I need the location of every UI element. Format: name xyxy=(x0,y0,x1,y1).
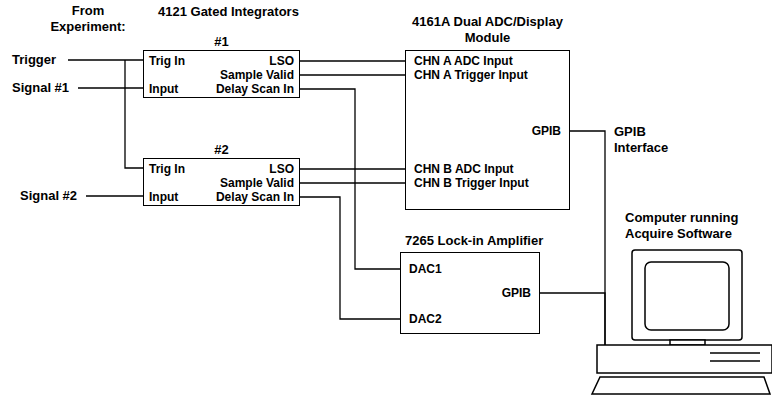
trigger-wire xyxy=(68,60,143,168)
unit-number: #2 xyxy=(214,143,228,157)
signal-name: Trigger xyxy=(12,52,56,68)
signal-name: Signal #2 xyxy=(20,188,77,204)
signal-connector xyxy=(300,89,400,269)
port-label: GPIB xyxy=(502,286,531,300)
port-label: CHN A Trigger Input xyxy=(414,68,528,82)
signal-name: Signal #1 xyxy=(12,80,69,96)
port-label: Sample Valid xyxy=(220,68,294,82)
unit-number: #1 xyxy=(214,35,228,49)
port-label: GPIB xyxy=(532,124,561,138)
port-label: Trig In xyxy=(149,54,185,68)
port-label: Sample Valid xyxy=(220,176,294,190)
computer-label: Computer running Acquire Software xyxy=(625,210,770,242)
signal-connector xyxy=(540,293,605,345)
port-label: Input xyxy=(149,82,178,96)
port-label: Trig In xyxy=(149,162,185,176)
computer: Computer running Acquire Software xyxy=(590,208,772,398)
port-label: CHN B ADC Input xyxy=(414,162,514,176)
signal-connector xyxy=(300,182,405,183)
group-heading: 4121 Gated Integrators xyxy=(158,4,299,20)
signal-connector xyxy=(570,131,605,345)
signal-wire xyxy=(78,87,143,88)
signal-wire xyxy=(86,195,143,196)
port-label: CHN A ADC Input xyxy=(414,54,513,68)
bus-label: GPIB Interface xyxy=(614,124,684,156)
signal-connector xyxy=(300,60,405,61)
adc-module-box: 4161A Dual ADC/Display ModuleCHN A ADC I… xyxy=(405,50,570,210)
source-heading: From Experiment: xyxy=(43,3,133,35)
port-label: LSO xyxy=(269,54,294,68)
module-title: 4161A Dual ADC/Display Module xyxy=(395,14,580,46)
port-label: LSO xyxy=(269,162,294,176)
signal-connector xyxy=(300,74,405,75)
module-title: 7265 Lock-in Amplifier xyxy=(405,233,543,249)
port-label: DAC1 xyxy=(409,262,442,276)
integrator-box: #2Trig InLSOSample ValidInputDelay Scan … xyxy=(143,158,300,206)
port-label: CHN B Trigger Input xyxy=(414,176,529,190)
signal-connector xyxy=(300,168,405,169)
port-label: Delay Scan In xyxy=(216,190,294,204)
lock-in-box: 7265 Lock-in AmplifierDAC1GPIBDAC2 xyxy=(400,252,540,334)
integrator-box: #1Trig InLSOSample ValidInputDelay Scan … xyxy=(143,50,300,98)
port-label: Delay Scan In xyxy=(216,82,294,96)
port-label: DAC2 xyxy=(409,312,442,326)
signal-connector xyxy=(300,197,400,319)
port-label: Input xyxy=(149,190,178,204)
